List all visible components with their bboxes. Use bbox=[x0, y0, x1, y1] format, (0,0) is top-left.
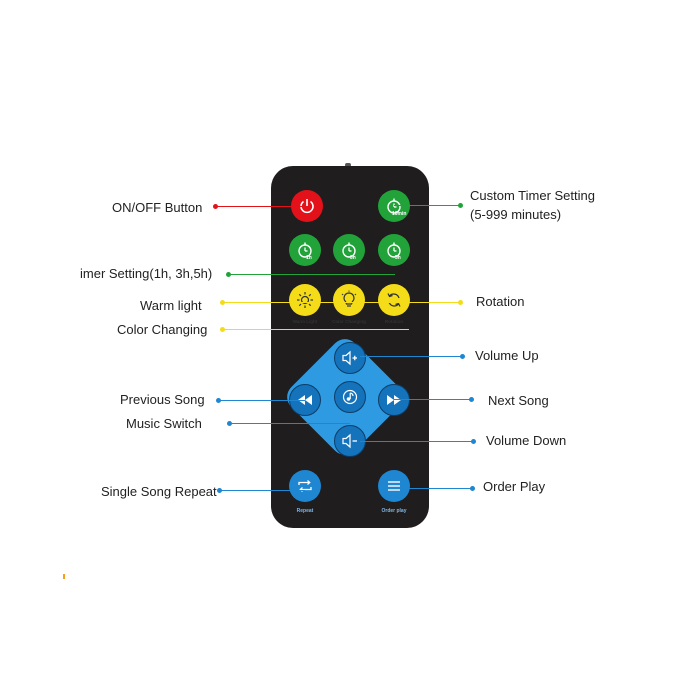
timer-5h-caption: 5h bbox=[395, 255, 401, 261]
custom-timer-range-label: (5-999 minutes) bbox=[470, 207, 562, 222]
music-note-icon bbox=[342, 389, 358, 405]
previous-song-dot bbox=[216, 398, 221, 403]
order-play-leader bbox=[394, 488, 472, 489]
corner-mark bbox=[63, 574, 65, 579]
color-changing-label: Color Changing bbox=[117, 322, 208, 337]
warm-light-label: Warm light bbox=[140, 298, 202, 313]
rotate-icon bbox=[387, 293, 401, 307]
timer-setting-leader bbox=[228, 274, 395, 275]
warm-light-dot bbox=[220, 300, 225, 305]
on-off-label: ON/OFF Button bbox=[112, 200, 203, 215]
rotation-caption: Rotation bbox=[384, 319, 404, 324]
list-icon bbox=[388, 481, 400, 491]
custom-timer-caption: 10min bbox=[392, 211, 407, 217]
next-song-label: Next Song bbox=[488, 393, 549, 408]
next-song-button[interactable] bbox=[378, 384, 410, 416]
stopwatch-icon bbox=[298, 242, 312, 258]
single-song-repeat-leader bbox=[219, 490, 305, 491]
rewind-icon bbox=[298, 395, 312, 405]
previous-song-label: Previous Song bbox=[120, 392, 205, 407]
order-play-label: Order Play bbox=[483, 479, 546, 494]
timer-1h-caption: 1h bbox=[306, 255, 312, 261]
color-changing-dot bbox=[220, 327, 225, 332]
previous-song-leader bbox=[218, 400, 305, 401]
volume-up-dot bbox=[460, 354, 465, 359]
sun-icon bbox=[297, 292, 313, 308]
rotation-label: Rotation bbox=[476, 294, 525, 309]
rotation-button[interactable] bbox=[378, 284, 410, 316]
warm-light-rotation-leader bbox=[223, 302, 460, 303]
music-switch-leader bbox=[229, 423, 350, 424]
on-off-dot bbox=[213, 204, 218, 209]
single-song-repeat-label: Single Song Repeat bbox=[101, 484, 217, 499]
stopwatch-icon bbox=[387, 242, 401, 258]
volume-up-button[interactable] bbox=[334, 342, 366, 374]
warm-light-caption: Warm Light bbox=[292, 319, 318, 324]
repeat-button[interactable] bbox=[289, 470, 321, 502]
timer-5h-button[interactable]: 5h bbox=[378, 234, 410, 266]
timer-3h-caption: 3h bbox=[350, 255, 356, 261]
bulb-icon bbox=[341, 290, 357, 307]
color-changing-caption: Color Changing bbox=[332, 319, 366, 324]
music-switch-button[interactable] bbox=[334, 381, 366, 413]
timer-setting-label: imer Setting(1h, 3h,5h) bbox=[80, 266, 213, 281]
color-changing-leader bbox=[223, 329, 409, 330]
order-play-dot bbox=[470, 486, 475, 491]
warm-light-button[interactable] bbox=[289, 284, 321, 316]
volume-up-leader bbox=[360, 356, 462, 357]
ir-emitter bbox=[345, 163, 351, 167]
stopwatch-icon bbox=[342, 242, 356, 258]
color-changing-button[interactable] bbox=[333, 284, 365, 316]
music-switch-dot bbox=[227, 421, 232, 426]
timer-1h-button[interactable]: 1h bbox=[289, 234, 321, 266]
order-play-caption: Order play bbox=[381, 508, 407, 514]
single-song-repeat-dot bbox=[217, 488, 222, 493]
music-switch-label: Music Switch bbox=[126, 416, 202, 431]
timer-3h-button[interactable]: 3h bbox=[333, 234, 365, 266]
volume-up-label: Volume Up bbox=[475, 348, 539, 363]
order-play-button[interactable] bbox=[378, 470, 410, 502]
custom-timer-dot bbox=[458, 203, 463, 208]
repeat-caption: Repeat bbox=[296, 508, 314, 514]
timer-setting-dot bbox=[226, 272, 231, 277]
fast-forward-icon bbox=[387, 395, 401, 405]
custom-timer-label: Custom Timer Setting bbox=[470, 188, 595, 203]
next-song-dot bbox=[469, 397, 474, 402]
volume-down-dot bbox=[471, 439, 476, 444]
custom-timer-leader bbox=[394, 205, 460, 206]
volume-down-leader bbox=[360, 441, 473, 442]
rotation-dot bbox=[458, 300, 463, 305]
power-icon bbox=[300, 199, 314, 214]
speaker-minus-icon bbox=[342, 433, 357, 449]
custom-timer-button[interactable]: 10min bbox=[378, 190, 410, 222]
speaker-plus-icon bbox=[342, 350, 357, 366]
volume-down-label: Volume Down bbox=[486, 433, 567, 448]
repeat-icon bbox=[298, 480, 312, 492]
next-song-leader bbox=[394, 399, 471, 400]
on-off-leader bbox=[215, 206, 307, 207]
